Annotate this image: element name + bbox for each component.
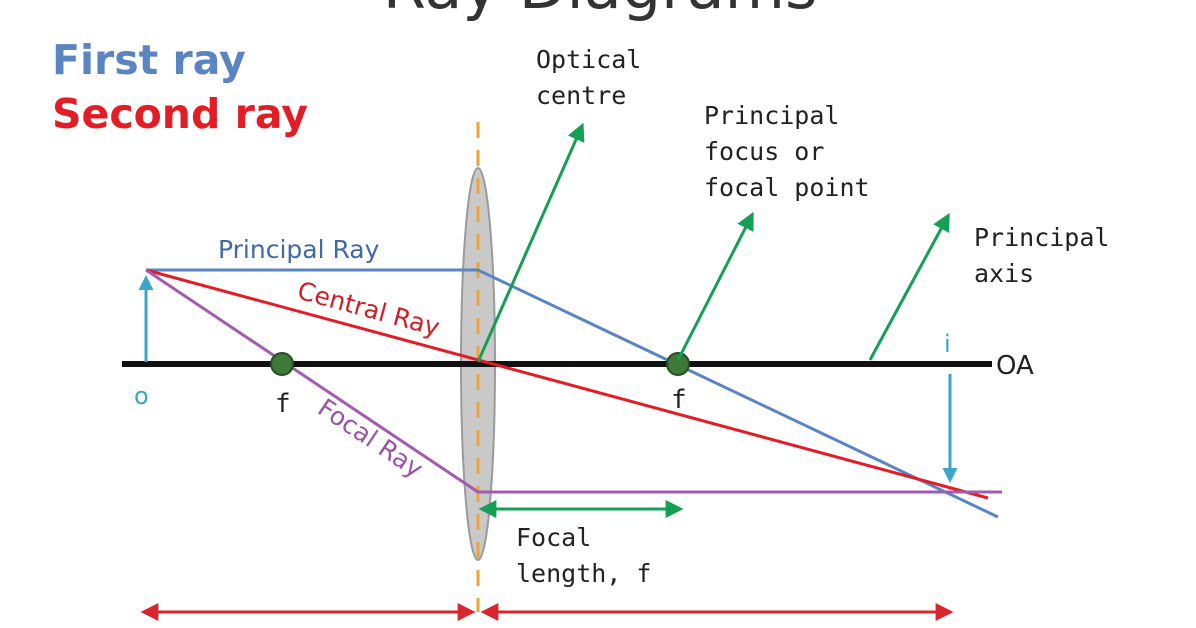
- optical-centre-label-line2: centre: [536, 81, 626, 110]
- principal-ray-label: Principal Ray: [218, 235, 380, 264]
- optical-centre-pointer: [476, 122, 585, 363]
- image-label: i: [944, 330, 951, 358]
- optical-centre-label-line1: Optical: [536, 45, 641, 74]
- principal-axis-label-line2: axis: [974, 259, 1034, 288]
- focus-right-label: f: [671, 385, 687, 415]
- central-ray-label: Central Ray: [294, 276, 443, 342]
- focal-length-label-line1: Focal: [516, 523, 591, 552]
- diagram-title: Ray Diagrams: [383, 0, 818, 23]
- legend-second-ray: Second ray: [52, 90, 308, 138]
- focus-point-right: [666, 352, 690, 376]
- principal-focus-pointer: [676, 211, 754, 361]
- optical-axis-label: OA: [996, 351, 1034, 381]
- focus-point-left: [270, 352, 294, 376]
- principal-focus-label-line1: Principal: [704, 101, 839, 130]
- central-ray: [145, 268, 989, 500]
- legend-first-ray: First ray: [52, 36, 246, 84]
- focal-ray-label: Focal Ray: [313, 393, 429, 484]
- focal-ray: [145, 268, 1002, 494]
- principal-focus-label-line3: focal point: [704, 173, 870, 202]
- principal-axis-pointer: [868, 212, 950, 361]
- principal-axis-label-line1: Principal: [974, 223, 1109, 252]
- object-label: o: [134, 382, 149, 410]
- focus-left-label: f: [275, 389, 291, 419]
- focal-length-label-line2: length, f: [516, 559, 651, 588]
- principal-focus-label-line2: focus or: [704, 137, 824, 166]
- principal-ray: [146, 268, 999, 519]
